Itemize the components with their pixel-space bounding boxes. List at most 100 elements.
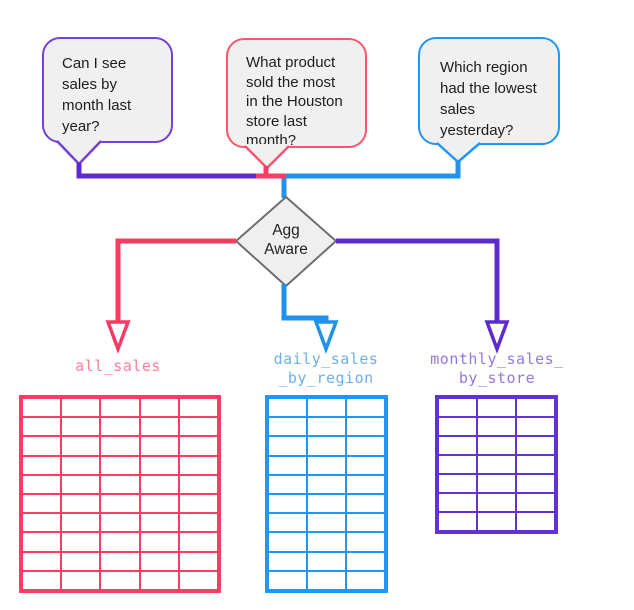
table-cell xyxy=(478,475,515,492)
table-cell xyxy=(101,552,139,570)
table-cell xyxy=(23,456,61,474)
table-cell xyxy=(101,495,139,513)
table-cell xyxy=(269,475,306,493)
table-cell xyxy=(439,513,476,530)
table-cell xyxy=(179,533,217,551)
table-cell xyxy=(62,475,100,493)
decision-label: Agg Aware xyxy=(264,222,308,258)
table-cell xyxy=(179,437,217,455)
table-cell xyxy=(23,533,61,551)
table-cell xyxy=(62,514,100,532)
table-cell xyxy=(62,399,100,417)
pink-arrowhead-icon xyxy=(105,320,131,355)
table-cell xyxy=(62,437,100,455)
table-cell xyxy=(23,514,61,532)
table-cell xyxy=(179,475,217,493)
table-cell xyxy=(140,533,178,551)
table-cell xyxy=(101,533,139,551)
table-cell xyxy=(140,475,178,493)
table-all-sales xyxy=(19,395,221,593)
table-cell xyxy=(308,514,345,532)
question-text-2: What product sold the most in the Housto… xyxy=(246,54,343,149)
table-cell xyxy=(101,418,139,436)
blue-arrowhead-icon xyxy=(313,320,339,355)
table-cell xyxy=(308,533,345,551)
table-cell xyxy=(308,437,345,455)
table-cell xyxy=(269,514,306,532)
table-cell xyxy=(140,456,178,474)
table-cell xyxy=(23,475,61,493)
table-cell xyxy=(269,399,306,417)
table-label-all-sales: all_sales xyxy=(75,357,161,375)
table-cell xyxy=(62,533,100,551)
purple-top-connector xyxy=(76,163,261,179)
table-cell xyxy=(62,552,100,570)
table-cell xyxy=(347,495,384,513)
table-cell xyxy=(101,514,139,532)
table-cell xyxy=(308,495,345,513)
table-cell xyxy=(140,552,178,570)
table-cell xyxy=(140,514,178,532)
table-cell xyxy=(439,475,476,492)
table-cell xyxy=(517,494,554,511)
table-cell xyxy=(308,418,345,436)
table-cell xyxy=(478,494,515,511)
table-cell xyxy=(478,418,515,435)
table-cell xyxy=(269,437,306,455)
blue-top-connector xyxy=(281,161,461,198)
table-cell xyxy=(179,418,217,436)
table-cell xyxy=(179,514,217,532)
table-cell xyxy=(308,571,345,589)
table-cell xyxy=(140,495,178,513)
table-cell xyxy=(23,552,61,570)
table-cell xyxy=(347,571,384,589)
table-cell xyxy=(347,418,384,436)
table-daily-sales-by-region xyxy=(265,395,388,593)
table-cell xyxy=(140,399,178,417)
table-cell xyxy=(517,475,554,492)
table-cell xyxy=(439,399,476,416)
table-cell xyxy=(308,475,345,493)
table-cell xyxy=(101,475,139,493)
question-bubble-lowest-region: Which region had the lowest sales yester… xyxy=(418,37,560,145)
table-cell xyxy=(23,399,61,417)
table-cell xyxy=(140,571,178,589)
table-cell xyxy=(140,437,178,455)
table-cell xyxy=(347,475,384,493)
table-cell xyxy=(478,399,515,416)
table-cell xyxy=(23,495,61,513)
table-cell xyxy=(478,513,515,530)
table-cell xyxy=(347,533,384,551)
table-cell xyxy=(62,571,100,589)
table-cell xyxy=(517,513,554,530)
table-cell xyxy=(23,437,61,455)
table-cell xyxy=(347,456,384,474)
question-text-3: Which region had the lowest sales yester… xyxy=(440,59,537,139)
table-cell xyxy=(179,399,217,417)
table-cell xyxy=(308,552,345,570)
table-cell xyxy=(517,399,554,416)
blue-branch-line xyxy=(281,284,329,322)
table-cell xyxy=(179,552,217,570)
table-cell xyxy=(439,418,476,435)
purple-branch-line xyxy=(336,238,500,322)
question-bubble-houston-product: What product sold the most in the Housto… xyxy=(226,38,367,149)
table-cell xyxy=(269,456,306,474)
table-cell xyxy=(347,399,384,417)
table-cell xyxy=(23,418,61,436)
table-cell xyxy=(269,571,306,589)
purple-arrowhead-icon xyxy=(484,320,510,355)
question-text-1: Can I see sales by month last year? xyxy=(62,55,132,135)
table-cell xyxy=(62,456,100,474)
table-cell xyxy=(101,456,139,474)
table-cell xyxy=(347,552,384,570)
table-cell xyxy=(101,571,139,589)
table-cell xyxy=(140,418,178,436)
table-cell xyxy=(179,571,217,589)
table-cell xyxy=(179,495,217,513)
table-cell xyxy=(347,437,384,455)
bubble3-tail-border xyxy=(436,142,481,164)
table-cell xyxy=(101,437,139,455)
table-monthly-sales-by-store xyxy=(435,395,558,534)
